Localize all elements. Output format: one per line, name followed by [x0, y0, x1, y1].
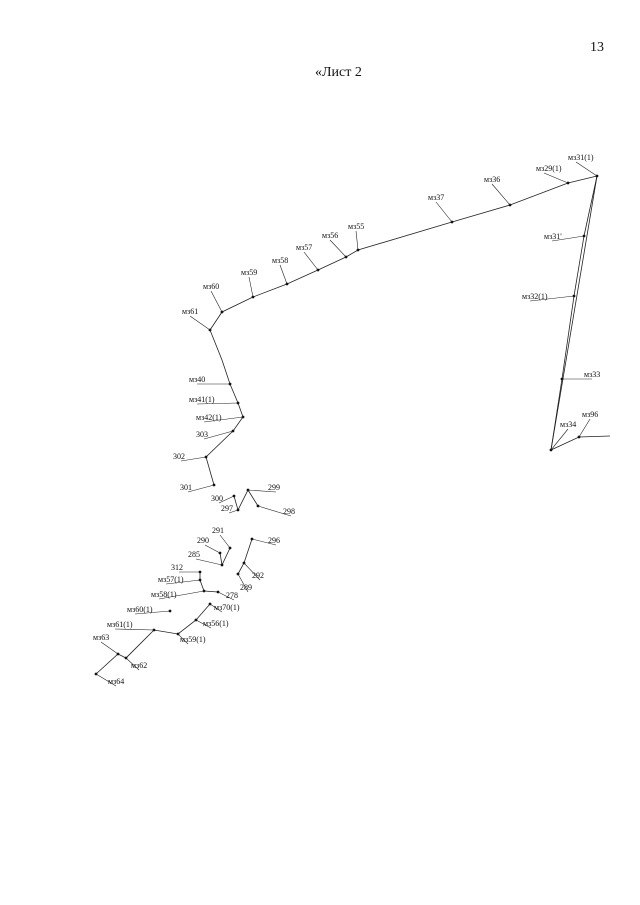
station-leader: [303, 251, 319, 271]
traverse-line: [209, 175, 598, 331]
station-leader: [243, 562, 261, 581]
station-label: 291: [212, 526, 224, 535]
traverse-line: [205, 329, 244, 486]
station-leader: [165, 579, 201, 585]
station-label: мз31(1): [568, 153, 594, 162]
station-label: мз58(1): [151, 590, 177, 599]
station-leader: [100, 641, 119, 655]
station-label: мз32(1): [522, 292, 548, 301]
station-label: мз34: [560, 420, 576, 429]
station-leader: [134, 610, 171, 615]
station-label: мз56: [322, 231, 338, 240]
station-label: 290: [197, 536, 209, 545]
station-label: мз40: [189, 375, 205, 384]
station-label: мз31': [544, 232, 562, 241]
station-leader: [247, 489, 277, 493]
station-label: 297: [221, 504, 233, 513]
station-leader: [355, 230, 359, 251]
station-label: 292: [252, 571, 264, 580]
station-label: мз60: [203, 282, 219, 291]
station-leader: [217, 591, 235, 601]
station-label: 278: [226, 591, 238, 600]
station-leader: [543, 172, 569, 184]
traverse-line: [550, 435, 611, 451]
station-leader: [219, 534, 231, 549]
station-leader: [491, 183, 511, 206]
station-leader: [204, 544, 221, 554]
station-leader: [329, 239, 347, 258]
station-leader: [177, 633, 189, 645]
station-leader: [257, 505, 292, 517]
station-leader: [95, 673, 117, 687]
station-label: 299: [268, 483, 280, 492]
station-label: мз96: [582, 410, 598, 419]
station-leader: [210, 290, 223, 313]
station-label: мз37: [428, 193, 444, 202]
station-label: мз56(1): [203, 619, 229, 628]
station-leader: [187, 484, 215, 493]
station-label: мз41(1): [189, 395, 215, 404]
station-leader: [550, 428, 569, 451]
station-label: 300: [211, 494, 223, 503]
station-leader: [279, 264, 288, 285]
station-leader: [125, 657, 140, 671]
station-leader: [209, 603, 223, 613]
station-leader: [237, 573, 249, 593]
traverse-line: [219, 547, 231, 567]
station-label: 298: [283, 507, 295, 516]
sheet-title: «Лист 2: [315, 65, 362, 80]
station-label: мз63: [93, 633, 109, 642]
station-leader: [195, 558, 223, 566]
station-label: 301: [180, 483, 192, 492]
station-label: мз61: [182, 307, 198, 316]
station-leader: [228, 509, 239, 514]
station-label: мз60(1): [127, 605, 153, 614]
station-label: мз57(1): [158, 575, 184, 584]
station-leader: [195, 619, 212, 629]
station-label: 289: [240, 583, 252, 592]
station-label: 296: [268, 536, 280, 545]
station-label: мз62: [131, 661, 147, 670]
station-label: мз58: [272, 256, 288, 265]
station-label: мз57: [296, 243, 312, 252]
station-leader: [180, 456, 207, 462]
station-leader: [218, 495, 235, 504]
station-leader: [578, 418, 591, 438]
station-label: мз33: [584, 370, 600, 379]
station-label: мз59(1): [180, 635, 206, 644]
traverse-line: [550, 175, 598, 451]
station-label: мз64: [108, 677, 124, 686]
station-label: мз59: [241, 268, 257, 277]
station-label: мз42(1): [196, 413, 222, 422]
station-leader: [196, 402, 239, 405]
station-leader: [114, 628, 155, 631]
station-label: 285: [188, 550, 200, 559]
station-label: мз29(1): [536, 164, 562, 173]
station-label: мз36: [484, 175, 500, 184]
station-leader: [248, 276, 254, 298]
station-label: мз61(1): [107, 620, 133, 629]
traverse-line: [199, 572, 219, 593]
traverse-line: [233, 489, 259, 512]
station-leader: [203, 416, 244, 423]
station-label: 302: [173, 452, 185, 461]
station-label: мз70(1): [214, 603, 240, 612]
station-leader: [203, 430, 234, 440]
station-label: 312: [171, 563, 183, 572]
station-leader: [251, 538, 277, 546]
station-leader: [575, 161, 598, 177]
station-leader: [435, 201, 453, 223]
station-leader: [529, 295, 575, 302]
station-leader: [551, 235, 585, 242]
station-label: мз55: [348, 222, 364, 231]
traverse-line: [237, 538, 253, 575]
station-label: 303: [196, 430, 208, 439]
station-leader: [189, 315, 211, 331]
page-number: 13: [590, 40, 604, 55]
station-leader: [158, 590, 205, 600]
